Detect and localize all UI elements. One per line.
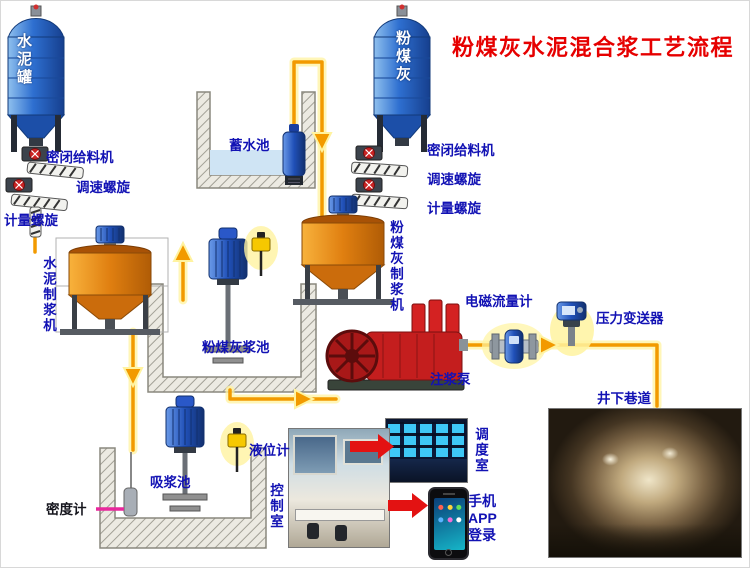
dispatch-console-row [386, 459, 467, 482]
dispatch-screen-wall [388, 422, 465, 458]
control-room-screen [343, 439, 383, 465]
metering-screw-right-device [350, 193, 409, 210]
water-pool-label: 蓄水池 [229, 138, 270, 153]
control-room-chair [307, 523, 319, 539]
level-sensor-flyash-pool [242, 224, 280, 278]
speed-screw-right-device [350, 161, 409, 178]
meter-screw-right-label: 计量螺旋 [427, 201, 481, 216]
cement-tank-label: 水泥罐 [15, 33, 32, 87]
flyash-tank-label: 粉煤灰 [394, 30, 411, 84]
water-pump [282, 124, 306, 185]
tunnel-label: 井下巷道 [597, 391, 651, 406]
density-meter-label: 密度计 [46, 502, 87, 517]
phone-app-label: 手机 APP 登录 [468, 493, 497, 543]
tunnel-photo [548, 408, 742, 558]
control-room-label: 控制室 [268, 483, 283, 530]
phone-home-button [445, 549, 452, 556]
dispatch-room-label: 调度室 [473, 427, 488, 474]
sealed-feeder-left-label: 密闭给料机 [46, 150, 114, 165]
flow-arrows [122, 132, 561, 410]
dispatch-room-photo [385, 418, 468, 483]
control-room-desk [295, 509, 385, 521]
flyash-mixer-label: 粉煤灰制浆机 [388, 220, 403, 313]
flyash-mixer-unit [292, 195, 394, 306]
arrow-right-to-pump [294, 388, 316, 410]
pressure-transmitter-device [550, 301, 594, 356]
grout-pump-unit [325, 299, 468, 391]
cement-mixer-unit [59, 225, 161, 336]
sealed-feeder-right-device [355, 145, 383, 161]
sealed-feeder-right-label: 密闭给料机 [427, 143, 495, 158]
control-room-chair [335, 525, 347, 541]
control-room-window [293, 435, 337, 475]
sealed-feeder-left-device [21, 146, 49, 162]
level-meter-label: 液位计 [249, 443, 290, 458]
phone-screen [434, 498, 465, 550]
speed-screw-right-label: 调速螺旋 [427, 172, 481, 187]
phone [428, 487, 469, 560]
flow-meter-label: 电磁流量计 [465, 294, 533, 309]
tunnel-floor [549, 524, 741, 557]
speed-screw-left-label: 调速螺旋 [76, 180, 130, 195]
cement-mixer-label: 水泥制浆机 [41, 256, 56, 334]
suction-pool-agitator [162, 395, 208, 512]
arrow-down-to-flyash-mixer [311, 132, 333, 154]
flyash-pool-structure [147, 283, 317, 393]
suction-pool-label: 吸浆池 [150, 475, 191, 490]
density-sensor [123, 452, 138, 517]
arrow-up-to-cement-mixer [172, 240, 194, 262]
arrow-down-to-suction-pool [122, 367, 144, 389]
arrow-right-to-tunnel [539, 334, 561, 356]
pressure-transmitter-label: 压力变送器 [596, 311, 664, 326]
control-room-photo [288, 428, 390, 548]
flow-meter-device [482, 323, 546, 369]
grout-pump-label: 注浆泵 [430, 372, 471, 387]
flyash-pool-label: 粉煤灰浆池 [202, 340, 270, 355]
feeder-valve-left [5, 177, 33, 193]
flyash-pool-agitator [205, 227, 251, 364]
page-title: 粉煤灰水泥混合浆工艺流程 [452, 35, 735, 60]
meter-screw-left-label: 计量螺旋 [4, 213, 58, 228]
phone-speaker [443, 493, 455, 495]
feeder-valve-right [355, 177, 383, 193]
